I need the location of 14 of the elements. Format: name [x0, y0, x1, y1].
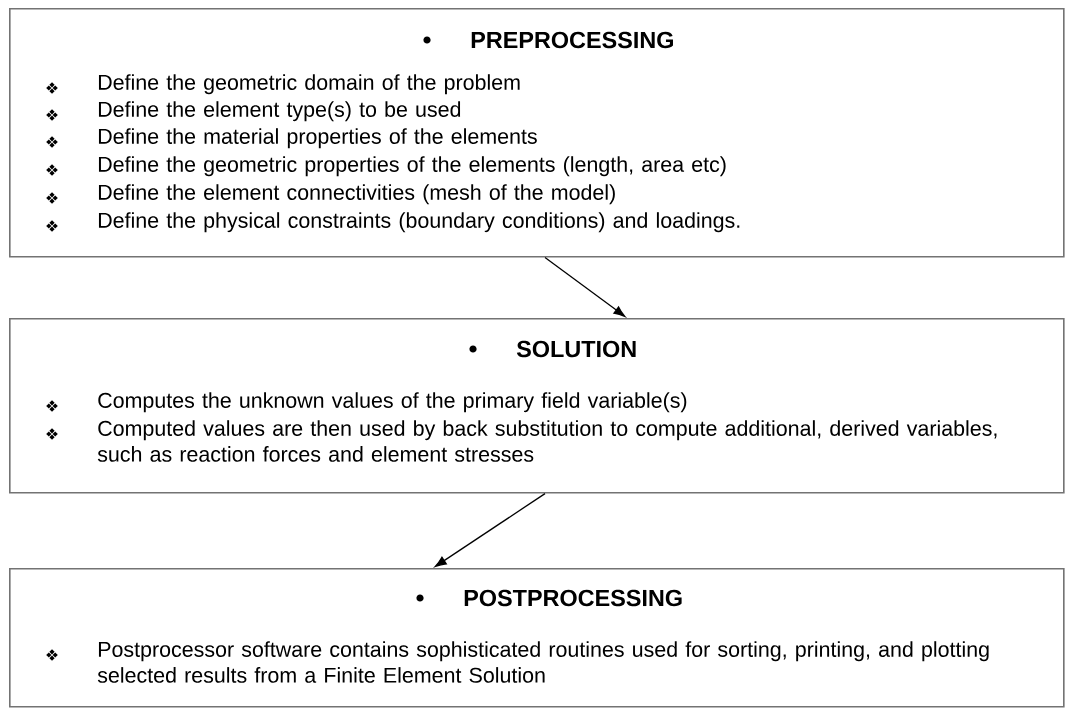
- heading: POSTPROCESSING: [464, 589, 682, 607]
- bullet-text: Define the geometric domain of the problem: [98, 74, 520, 95]
- bullet-text: Define the physical constraints (boundary conditions) and loadings.: [98, 212, 740, 233]
- arrow: [544, 256, 626, 317]
- arrow: [434, 492, 546, 568]
- heading: SOLUTION: [516, 340, 636, 358]
- bullet-text: Define the element connectivities (mesh of the model): [98, 184, 615, 205]
- bullet-text: Define the material properties of the elements: [98, 128, 537, 149]
- bullet-text: Computes the unknown values of the primary field variable(s): [98, 392, 687, 413]
- bullet-text: Define the element type(s) to be used: [98, 101, 461, 122]
- bullet-text: Postprocessor software contains sophisticated routines used for sorting, printing, and plotting selected results from a Finite Element Solution: [97, 641, 989, 683]
- heading: PREPROCESSING: [471, 31, 673, 49]
- bullet-text: Define the geometric properties of the elements (length, area etc): [98, 156, 726, 177]
- bullet-text: Computed values are then used by back substitution to compute additional, derived variables, such as reaction forces and element stresses: [97, 420, 997, 462]
